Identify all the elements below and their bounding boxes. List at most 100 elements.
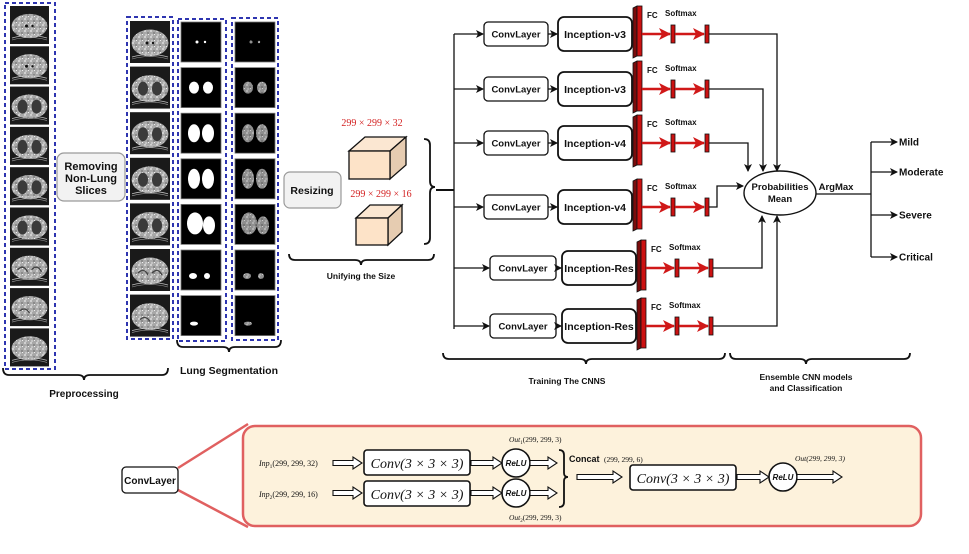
segmented-lung <box>234 21 276 63</box>
inception-box <box>557 125 633 161</box>
branch-to-mean-connector <box>709 182 744 208</box>
concat-label: Concat <box>569 454 600 464</box>
ct-slice <box>10 6 49 44</box>
inception-label: Inception-v4 <box>564 202 626 214</box>
fc-label: FC <box>647 184 658 193</box>
ct-slice <box>10 167 49 206</box>
double-arrow <box>529 455 558 471</box>
branch-to-mean-connector <box>713 215 781 327</box>
segmentation-brace <box>176 339 282 353</box>
branch-to-mean-connector <box>709 142 752 172</box>
class-label: Critical <box>899 253 933 264</box>
fc-label: FC <box>651 245 662 254</box>
removing-label-2: Non-Lung <box>65 173 117 185</box>
fc-slab <box>632 114 638 168</box>
double-arrow <box>470 485 503 501</box>
fc-block <box>674 316 680 336</box>
out-label: Out(299, 299, 3) <box>795 454 845 463</box>
cnn-branch: ConvLayer Inception-Res FC Softmax <box>454 215 781 351</box>
class-output: Severe <box>871 211 932 222</box>
inception-box <box>557 71 633 107</box>
convlayer-label: ConvLayer <box>491 203 540 214</box>
cube2-dims: 299 × 299 × 16 <box>350 189 411 200</box>
softmax-label: Softmax <box>669 243 701 252</box>
filtered-ct-slice <box>130 112 170 155</box>
inception-label: Inception-v3 <box>564 29 626 41</box>
double-arrow <box>576 469 623 485</box>
lung-mask <box>180 249 222 291</box>
preprocessing-label: Preprocessing <box>49 389 118 400</box>
lung-mask-stack <box>177 18 227 342</box>
convlayer-label: ConvLayer <box>491 30 540 41</box>
inception-box <box>557 189 633 225</box>
removing-label-3: Slices <box>75 185 107 197</box>
svg-text:ReLU: ReLU <box>773 473 794 482</box>
fc-slab <box>632 178 638 232</box>
inception-label: Inception-Res <box>564 263 634 275</box>
cube-16 <box>354 203 404 247</box>
softmax-block <box>708 258 714 278</box>
segmented-lung <box>234 158 276 200</box>
cube1-dims: 299 × 299 × 32 <box>341 118 402 129</box>
lung-mask <box>180 295 222 337</box>
ct-slice <box>10 247 49 286</box>
lung-mask <box>180 112 222 154</box>
filtered-ct-slice <box>130 294 170 337</box>
conv-1-label: Conv(3 × 3 × 3) <box>371 457 464 472</box>
filtered-ct-slice <box>130 66 170 109</box>
training-brace <box>442 352 726 365</box>
conv-box-1 <box>363 449 471 476</box>
convlayer-label: ConvLayer <box>498 322 547 333</box>
softmax-block <box>704 133 710 153</box>
segmented-lung <box>234 112 276 154</box>
conv-box-2 <box>363 480 471 507</box>
preprocessing-brace <box>2 367 169 381</box>
class-label: Mild <box>899 138 919 149</box>
double-arrow <box>332 455 363 471</box>
ensemble-brace <box>729 352 911 365</box>
resizing-label: Resizing <box>290 185 333 197</box>
ct-slice <box>10 126 49 165</box>
filtered-ct-stack <box>126 16 174 340</box>
svg-text:ReLU: ReLU <box>506 459 527 468</box>
conv-3-label: Conv(3 × 3 × 3) <box>637 472 730 487</box>
fc-slab <box>632 5 638 59</box>
cube-brace <box>423 138 436 245</box>
probabilities-mean-node: Probabilities Mean <box>743 170 817 216</box>
double-arrow <box>470 455 503 471</box>
out1-label: Out1(299, 299, 3) <box>509 435 562 446</box>
unifying-brace <box>288 253 435 266</box>
ct-slice <box>10 207 49 246</box>
fc-label: FC <box>647 11 658 20</box>
softmax-label: Softmax <box>665 182 697 191</box>
removing-non-lung-slices-step: Removing Non-Lung Slices <box>56 152 126 202</box>
resizing-step: Resizing <box>283 171 342 209</box>
cnn-branch: ConvLayer Inception-v4 FC Softmax <box>454 178 744 232</box>
ct-slice <box>10 86 49 125</box>
convlayer-detail: ConvLayer Inp1(299, 299, 32) Conv(3 × 3 … <box>121 422 923 529</box>
filtered-ct-slice <box>130 249 170 291</box>
conv-box-3 <box>629 464 737 491</box>
double-arrow <box>736 469 770 485</box>
convlayer-label: ConvLayer <box>491 139 540 150</box>
branch-to-mean-connector <box>713 215 766 269</box>
inception-box <box>561 250 637 286</box>
class-label: Moderate <box>899 168 944 179</box>
double-arrow <box>529 485 558 501</box>
fc-slab <box>636 239 642 293</box>
lung-mask <box>180 203 222 245</box>
fc-block <box>670 79 676 99</box>
class-output: Mild <box>871 138 919 149</box>
softmax-label: Softmax <box>665 9 697 18</box>
original-ct-stack <box>4 2 56 370</box>
convlayer-label: ConvLayer <box>491 85 540 96</box>
inp2-label: Inp2(299, 299, 16) <box>258 490 318 501</box>
softmax-block <box>704 197 710 217</box>
class-output: Critical <box>871 253 933 264</box>
ensemble-label-2: and Classification <box>770 383 843 393</box>
